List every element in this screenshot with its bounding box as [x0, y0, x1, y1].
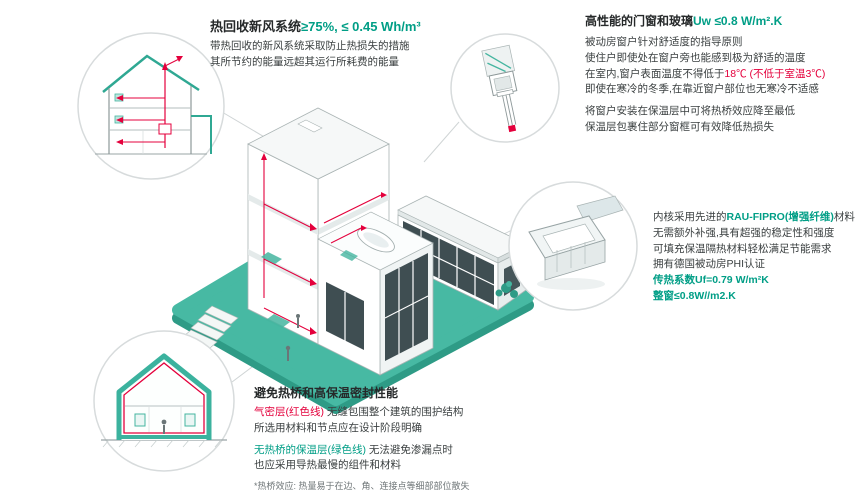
window-cross-section-icon [450, 33, 560, 143]
stairs [183, 305, 239, 349]
furniture [261, 252, 282, 264]
profile-line: 拥有德国被动房PHI认证 [653, 258, 766, 271]
ventilation-text-block: 热回收新风系统≥75%, ≤ 0.45 Wh/m³ 带热回收的新风系统采取防止热… [210, 16, 540, 71]
u-value-frame: 传热系数Uf=0.79 W/m²K [653, 274, 769, 286]
u-value-window: 整窗≤0.8W//m2.K [653, 289, 736, 302]
windows-text-block: 高性能的门窗和玻璃Uw ≤0.8 W/m².K 被动房窗户针对舒适度的指导原则 … [585, 12, 860, 136]
thermal-line: 所选用材料和节点应在设计阶段明确 [254, 421, 422, 434]
house-cutaway-illustration [172, 107, 534, 414]
person-figure [285, 345, 291, 361]
material-highlight: RAU-FIPRO(增强纤维) [726, 211, 834, 223]
profile-line: 内核采用先进的RAU-FIPRO(增强纤维)材料 [653, 211, 855, 223]
temperature-highlight: 18℃ (不低于室温3℃) [724, 67, 826, 80]
profile-line: 无需额外补强,具有超强的稳定性和强度 [653, 226, 835, 239]
duct-lines [261, 153, 317, 335]
windows-line: 被动房窗户针对舒适度的指导原则 [585, 36, 743, 48]
windows-title: 高性能的门窗和玻璃Uw ≤0.8 W/m².K [585, 12, 860, 30]
ventilation-title-value: ≥75%, ≤ 0.45 Wh/m³ [301, 19, 421, 34]
profile-text-block: 内核采用先进的RAU-FIPRO(增强纤维)材料 无需额外补强,具有超强的稳定性… [653, 210, 863, 305]
thermal-line: 气密层(红色线) 无缝包围整个建筑的围护结构 [254, 406, 464, 418]
windows-line: 在室内,窗户表面温度不得低于18℃ (不低于室温3℃) [585, 67, 826, 80]
house-thermal-envelope-icon [93, 330, 235, 472]
person-figure [296, 314, 300, 328]
ground-hatch [102, 439, 222, 448]
ventilation-ducts [116, 56, 183, 148]
thermal-title: 避免热桥和高保温密封性能 [254, 386, 399, 400]
airtight-layer [123, 362, 205, 434]
ventilation-line: 带热回收的新风系统采取防止热损失的措施 [210, 40, 410, 52]
bath-mat [340, 250, 358, 261]
plants [495, 281, 518, 298]
furniture [266, 314, 290, 328]
windows-title-value: Uw ≤0.8 W/m².K [693, 14, 783, 28]
ventilation-title: 热回收新风系统≥75%, ≤ 0.45 Wh/m³ [210, 16, 540, 36]
thermal-line: 无热桥的保温层(绿色线) 无法避免渗漏点时 [254, 443, 453, 456]
front-block [317, 211, 434, 376]
windows-line: 将窗户安装在保温层中可将热桥效应降至最低 [585, 105, 795, 117]
ventilation-title-label: 热回收新风系统 [210, 19, 302, 34]
ventilation-line: 其所节约的能量远超其运行所耗费的能量 [210, 55, 399, 68]
thermal-bridge-footnote: *热桥效应: 热量易于在边、角、连接点等细部部位散失 [254, 481, 470, 491]
window-frame-profile-icon [508, 181, 638, 311]
thermal-line: 也应采用导热最慢的组件和材料 [254, 459, 401, 472]
windows-title-label: 高性能的门窗和玻璃 [585, 14, 694, 28]
roof-unit [297, 119, 323, 133]
windows-line: 使住户即使处在窗户旁也能感到极为舒适的温度 [585, 51, 806, 64]
house-section-ventilation-icon [77, 32, 225, 180]
windows-line: 保温层包裹住部分窗框可有效降低热损失 [585, 120, 774, 133]
insulation-layer-label: 无热桥的保温层(绿色线) [254, 443, 366, 456]
thermal-text-block: 避免热桥和高保温密封性能 气密层(红色线) 无缝包围整个建筑的围护结构 所选用材… [254, 384, 604, 492]
bathtub [357, 227, 395, 253]
windows-line: 即使在寒冷的冬季,在靠近窗户部位也无寒冷不适感 [585, 83, 819, 96]
airtight-layer-label: 气密层(红色线) [254, 406, 324, 418]
profile-line: 可填充保温隔热材料轻松满足节能需求 [653, 242, 832, 255]
